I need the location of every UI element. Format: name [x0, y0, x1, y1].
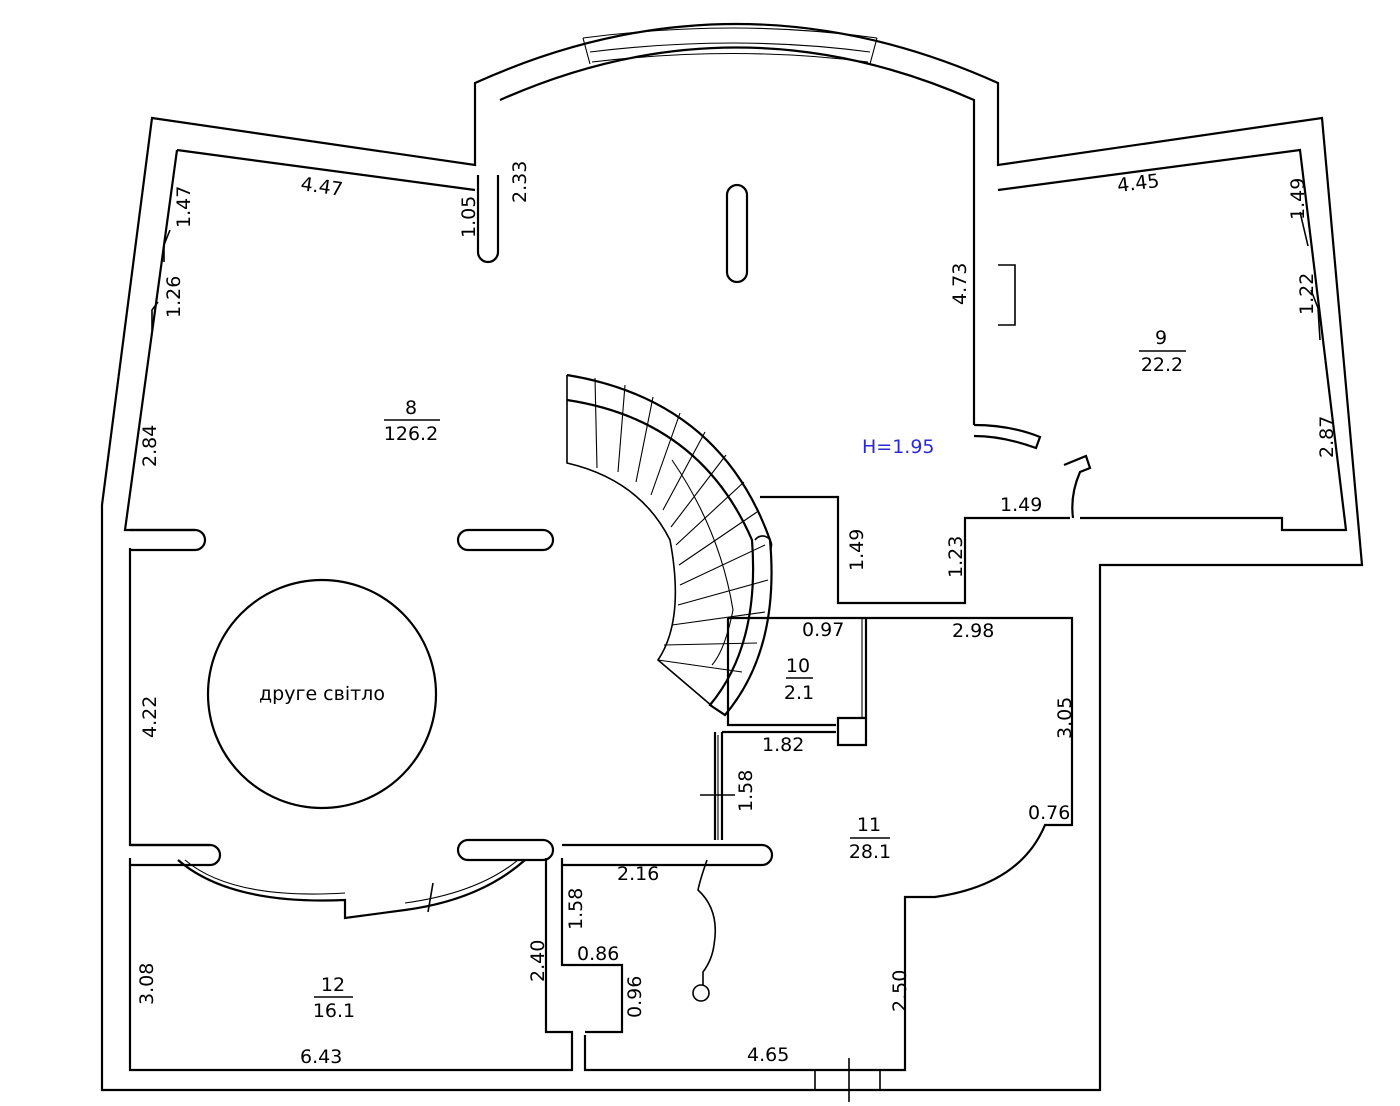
dimension-label: 1.58 — [565, 888, 587, 930]
column-ends — [130, 175, 774, 867]
dimension-label: 2.16 — [617, 863, 659, 885]
double-height-void — [206, 578, 438, 810]
dimension-label: 1.49 — [1000, 494, 1042, 516]
interior-walls — [128, 423, 1092, 1102]
dimension-label: 1.49 — [846, 529, 868, 571]
room-area: 22.2 — [1141, 354, 1183, 376]
room-10-label: 10 2.1 — [784, 655, 814, 704]
dimension-label: 2.84 — [139, 425, 161, 467]
room-9-label: 9 22.2 — [1139, 327, 1186, 376]
room-area: 28.1 — [849, 841, 891, 863]
void-label: друге світло — [259, 683, 385, 705]
room-8-label: 8 126.2 — [384, 397, 440, 445]
exterior-walls — [100, 22, 1364, 1092]
dimension-label: 3.05 — [1054, 697, 1076, 739]
dimension-label: 1.58 — [735, 770, 757, 812]
room-number: 11 — [857, 814, 881, 836]
room-area: 126.2 — [384, 423, 438, 445]
dimension-label: 4.73 — [949, 263, 971, 305]
dimension-label: 6.43 — [300, 1046, 342, 1068]
room-number: 10 — [786, 655, 810, 677]
dimension-label: 1.22 — [1296, 273, 1318, 315]
dimension-labels: 4.47 4.45 1.49 0.97 2.98 1.82 0.76 2.16 … — [136, 161, 1338, 1068]
dimension-label: 0.96 — [624, 976, 646, 1018]
room-number: 9 — [1155, 327, 1167, 349]
dimension-label: 0.86 — [577, 943, 619, 965]
dimension-label: 3.08 — [136, 963, 158, 1005]
dimension-label: 1.47 — [173, 186, 195, 228]
dimension-label: 2.40 — [527, 940, 549, 982]
spiral-stair — [566, 373, 773, 717]
room-number: 12 — [321, 974, 345, 996]
room-area: 2.1 — [784, 682, 814, 704]
ceiling-height-label: H=1.95 — [862, 436, 935, 458]
room-11-label: 11 28.1 — [849, 814, 891, 863]
dimension-label: 0.76 — [1028, 802, 1070, 824]
dimension-label: 2.33 — [509, 161, 531, 203]
room-12-label: 12 16.1 — [313, 974, 355, 1022]
dimension-label: 1.05 — [458, 196, 480, 238]
dimension-label: 0.97 — [802, 619, 844, 641]
dimension-label: 1.23 — [945, 536, 967, 578]
dimension-label: 4.22 — [139, 696, 161, 738]
dimension-label: 1.26 — [163, 276, 185, 318]
dimension-label: 4.47 — [299, 173, 344, 201]
dimension-label: 2.50 — [889, 970, 911, 1012]
dimension-label: 2.98 — [952, 620, 994, 642]
dimension-label: 4.45 — [1116, 170, 1161, 197]
room-number: 8 — [405, 397, 417, 419]
dimension-label: 2.87 — [1316, 416, 1338, 458]
room-area: 16.1 — [313, 1000, 355, 1022]
dimension-label: 1.82 — [762, 734, 804, 756]
dimension-label: 1.49 — [1287, 178, 1309, 220]
dimension-label: 4.65 — [747, 1044, 789, 1066]
